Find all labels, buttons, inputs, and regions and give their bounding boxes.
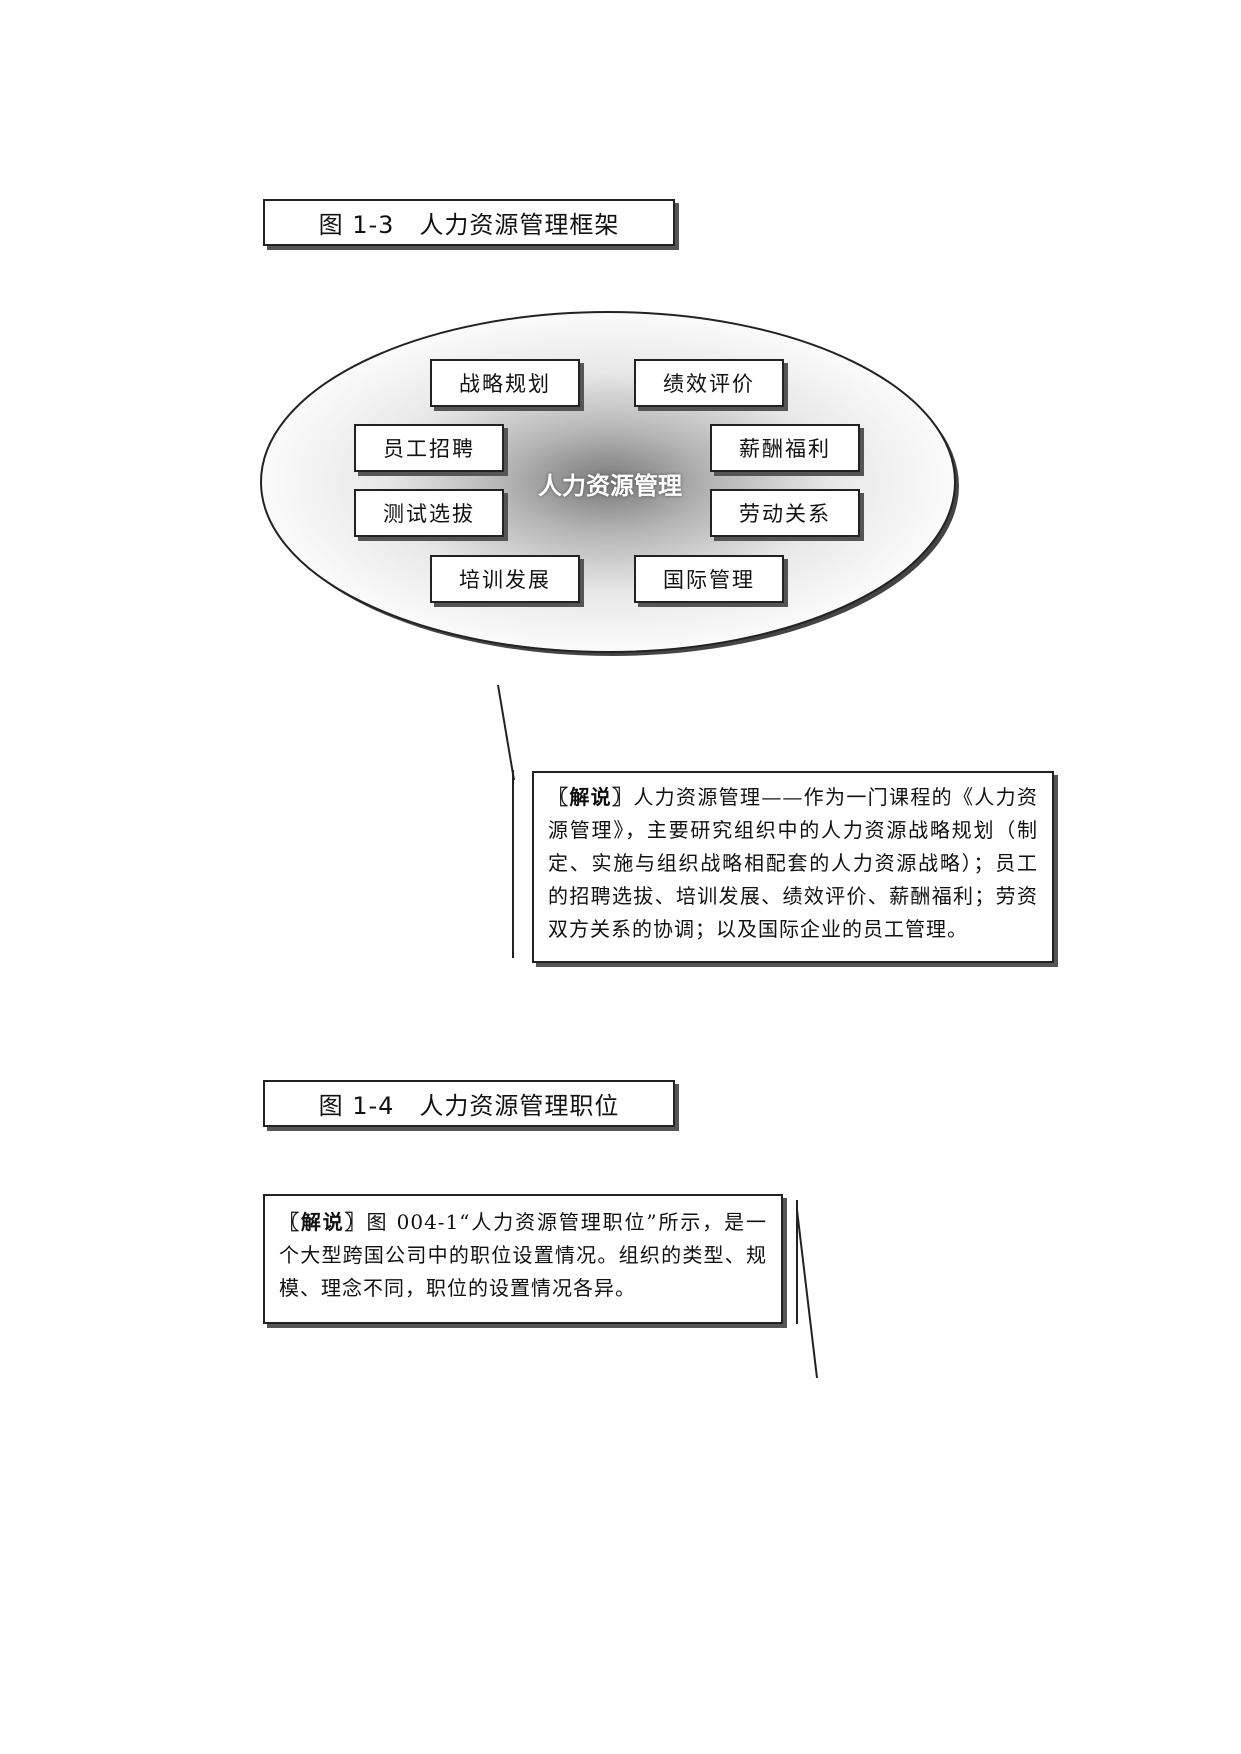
node-labor-relations: 劳动关系 <box>710 489 860 537</box>
explanation-box-2: 〖解说〗图 004-1“人力资源管理职位”所示，是一个大型跨国公司中的职位设置情… <box>263 1194 783 1324</box>
node-strategy-planning: 战略规划 <box>430 359 580 407</box>
node-compensation-benefits: 薪酬福利 <box>710 424 860 472</box>
explanation-tag: 〖解说〗 <box>548 785 634 809</box>
node-performance-evaluation: 绩效评价 <box>634 359 784 407</box>
figure-1-3-title: 图 1-3 人力资源管理框架 <box>263 199 675 246</box>
node-training-development: 培训发展 <box>430 555 580 603</box>
callout-pointer-1 <box>497 685 515 958</box>
explanation-box-1: 〖解说〗人力资源管理——作为一门课程的《人力资源管理》，主要研究组织中的人力资源… <box>532 771 1054 963</box>
callout-pointer-2 <box>796 1200 818 1379</box>
explanation-tag: 〖解说〗 <box>279 1210 367 1234</box>
node-testing-selection: 测试选拔 <box>354 489 504 537</box>
explanation-text: 人力资源管理——作为一门课程的《人力资源管理》，主要研究组织中的人力资源战略规划… <box>548 785 1039 941</box>
figure-1-4-title: 图 1-4 人力资源管理职位 <box>263 1080 675 1127</box>
node-international-management: 国际管理 <box>634 555 784 603</box>
node-employee-recruitment: 员工招聘 <box>354 424 504 472</box>
explanation-text: 图 004-1“人力资源管理职位”所示，是一个大型跨国公司中的职位设置情况。组织… <box>279 1210 768 1300</box>
center-label: 人力资源管理 <box>538 472 682 500</box>
